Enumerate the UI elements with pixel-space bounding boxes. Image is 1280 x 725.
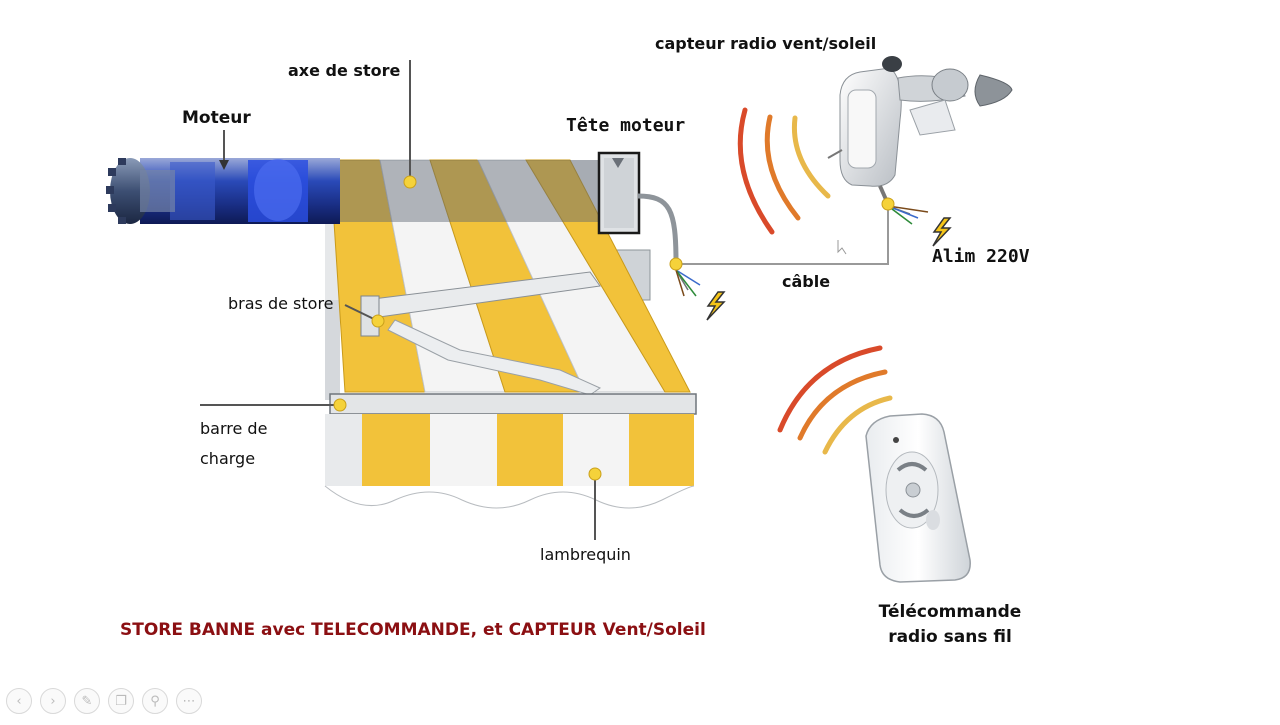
label-lambrequin: lambrequin [540, 545, 631, 564]
pen-icon[interactable]: ✎ [74, 688, 100, 714]
remote-control [865, 413, 971, 583]
remote-label-line1: Télécommande [878, 602, 1022, 622]
label-alim: Alim 220V [932, 246, 1030, 267]
moteur-arrow-icon [219, 160, 229, 170]
wind-sun-sensor [827, 56, 1013, 205]
copy-icon[interactable]: ❐ [108, 688, 134, 714]
sensor-radio-waves [737, 107, 831, 235]
motor-wires [675, 269, 701, 297]
valance [324, 414, 695, 522]
diagram-caption: STORE BANNE avec TELECOMMANDE, et CAPTEU… [120, 620, 706, 640]
next-icon[interactable]: › [40, 688, 66, 714]
zoom-icon[interactable]: ⚲ [142, 688, 168, 714]
callout-dots [333, 175, 895, 481]
label-axe-de-store: axe de store [288, 61, 401, 80]
callout-lines [200, 60, 596, 540]
label-cable: câble [782, 272, 831, 291]
awning-canvas [329, 159, 691, 393]
more-icon[interactable]: ⋯ [176, 688, 202, 714]
lightning-icon [932, 217, 952, 247]
slideshow-toolbar: ‹ › ✎ ❐ ⚲ ⋯ [6, 688, 202, 716]
awning-arm [360, 271, 602, 396]
remote-label-line2: radio sans fil [888, 627, 1012, 647]
label-tete-moteur: Tête moteur [566, 115, 686, 136]
remote-radio-waves [777, 345, 893, 455]
load-bar [329, 393, 697, 415]
label-barre-line2: charge [200, 449, 256, 468]
prev-icon[interactable]: ‹ [6, 688, 32, 714]
label-capteur: capteur radio vent/soleil [655, 34, 877, 53]
motor-tube [106, 158, 340, 224]
motor-head [597, 151, 679, 263]
lightning-icon [706, 291, 726, 321]
label-moteur: Moteur [182, 108, 251, 128]
cable-line [676, 204, 889, 265]
remote-label: Télécommande radio sans fil [855, 600, 1045, 650]
cursor-icon [837, 240, 847, 255]
sensor-wires [887, 205, 929, 225]
label-barre-line1: barre de [200, 419, 268, 438]
label-bras-de-store: bras de store [228, 294, 334, 313]
